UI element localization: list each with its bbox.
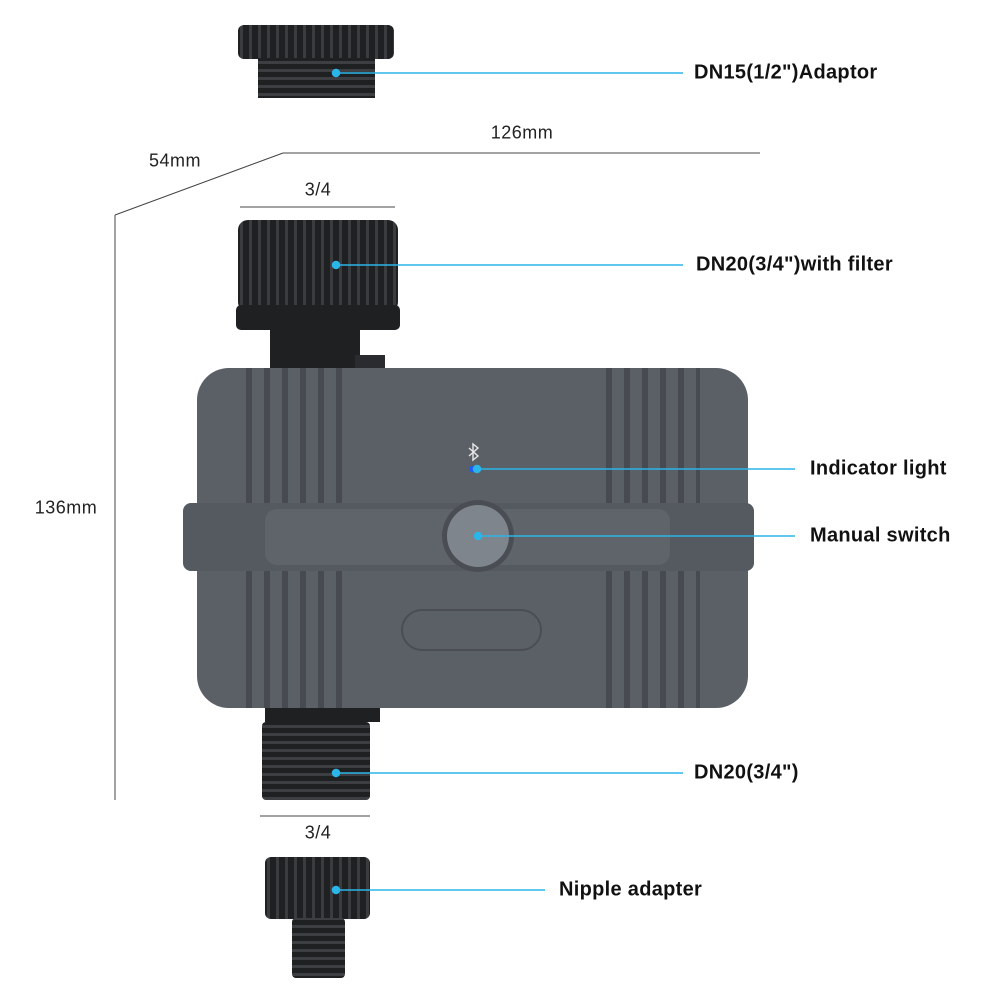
- dimension-outlet-size: 3/4: [304, 822, 332, 843]
- dimension-inlet-size: 3/4: [304, 179, 332, 200]
- bluetooth-icon: [468, 442, 480, 462]
- dn20-filter-inlet: [236, 220, 400, 375]
- dimension-width: 126mm: [490, 122, 554, 143]
- dn20-outlet: [262, 700, 380, 800]
- dimension-lines: [114, 152, 760, 817]
- label-filter-inlet: DN20(3/4")with filter: [696, 253, 893, 276]
- label-outlet: DN20(3/4"): [694, 761, 799, 784]
- dn15-adaptor: [238, 25, 394, 98]
- label-manual-switch: Manual switch: [810, 524, 951, 547]
- label-adaptor: DN15(1/2")Adaptor: [694, 61, 878, 84]
- label-nipple-adapter: Nipple adapter: [559, 878, 703, 901]
- nipple-adapter: [265, 857, 370, 978]
- dimension-depth: 54mm: [148, 150, 202, 171]
- callout-lines: [331, 68, 795, 895]
- label-indicator-light: Indicator light: [810, 457, 947, 480]
- dimension-height: 136mm: [34, 497, 98, 518]
